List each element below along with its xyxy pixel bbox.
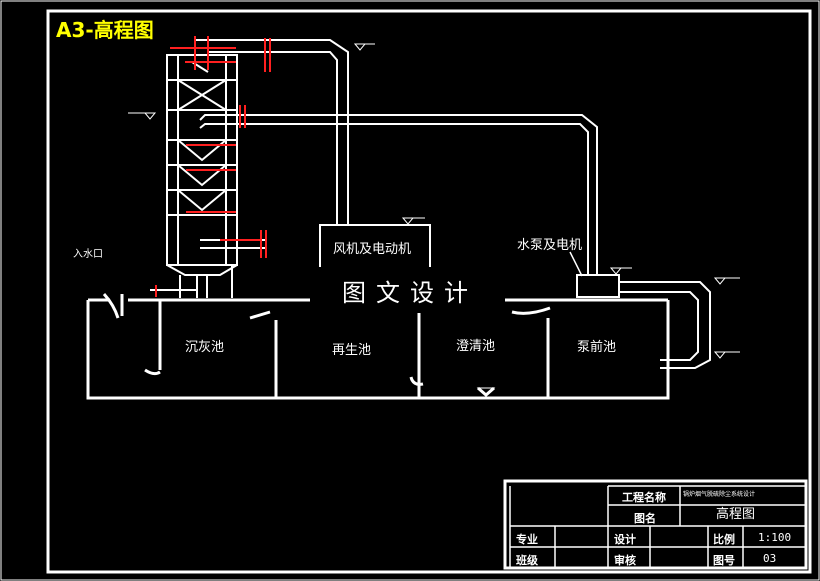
pipe-flanges (155, 36, 271, 297)
project-name-value: 锅炉烟气脱硫除尘系统设计 (683, 491, 756, 498)
inlet-label: 入水口 (73, 249, 103, 260)
absorption-tower (150, 54, 238, 298)
watermark: 图文设计 (316, 267, 504, 313)
scale-value: 1:100 (758, 531, 792, 544)
title-block-grid (503, 479, 808, 570)
review-label: 审核 (614, 554, 636, 567)
fan-label: 风机及电动机 (333, 242, 412, 257)
pump-box (576, 274, 620, 298)
tank-label-regeneration: 再生池 (332, 343, 372, 358)
drawing-no-value: 03 (763, 552, 777, 565)
drawing-name-value: 高程图 (716, 507, 756, 522)
class-label: 班级 (516, 554, 538, 567)
pump-leader-line (569, 251, 583, 277)
tank-label-pump-pit: 泵前池 (577, 340, 617, 355)
tank-label-sedimentation: 沉灰池 (185, 340, 225, 355)
drawing-frame (46, 9, 812, 574)
project-name-label: 工程名称 (622, 491, 666, 504)
design-label: 设计 (614, 533, 636, 546)
scale-label: 比例 (713, 533, 735, 546)
pump-label: 水泵及电机 (517, 238, 583, 253)
drawing-name-label: 图名 (634, 512, 656, 525)
elevation-markers (128, 43, 740, 396)
tank-label-clarifier: 澄清池 (456, 339, 496, 354)
sheet-title: A3-高程图 (56, 18, 154, 42)
suction-pipe (619, 281, 711, 369)
major-label: 专业 (516, 533, 538, 546)
drawing-no-label: 图号 (713, 554, 735, 567)
